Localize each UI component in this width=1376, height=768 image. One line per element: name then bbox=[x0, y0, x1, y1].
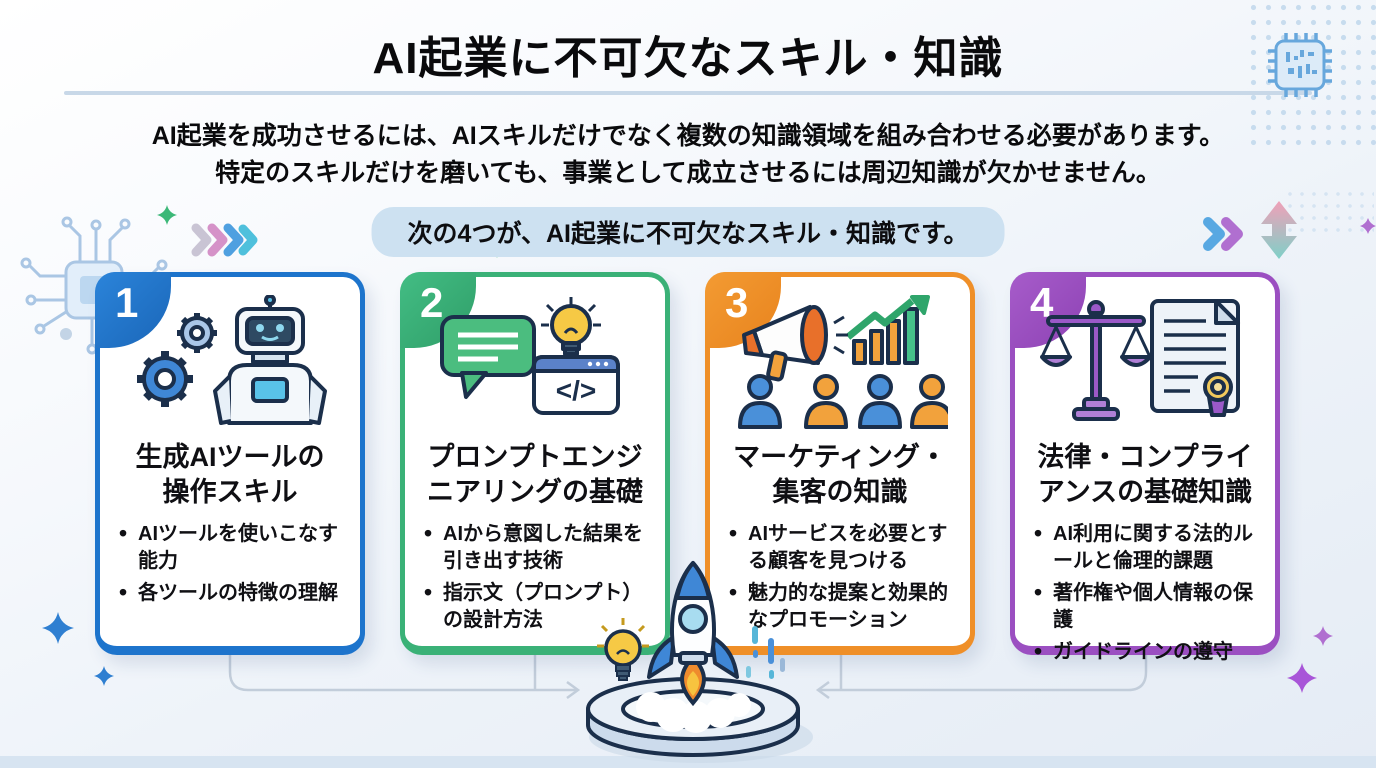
bullet-item: ガイドラインの遵守 bbox=[1032, 638, 1267, 666]
sparkle-icon bbox=[42, 205, 1376, 693]
card-generative-ai-tools: 1 bbox=[95, 272, 365, 655]
card-prompt-engineering: 2 </> プロンプトエンジ ニアリングの基礎 bbox=[400, 272, 670, 655]
connector-lines bbox=[228, 648, 1148, 700]
intro-line-2: 特定のスキルだけを磨いても、事業として成立させるには周辺知識が欠かせません。 bbox=[215, 159, 1161, 187]
card-bullet-list: AI利用に関する法的ルールと倫理的課題 著作権や個人情報の保護 ガイドラインの遵… bbox=[1032, 520, 1267, 671]
cpu-chip-icon bbox=[1268, 33, 1332, 97]
bullet-item: 著作権や個人情報の保護 bbox=[1032, 579, 1267, 634]
up-down-arrow-icon bbox=[1261, 201, 1297, 259]
bullet-item: AIツールを使いこなす能力 bbox=[117, 520, 352, 575]
bullet-item: AIサービスを必要とする顧客を見つける bbox=[727, 520, 962, 575]
card-marketing: 3 マー bbox=[705, 272, 975, 655]
intro-line-1: AI起業を成功させるには、AIスキルだけでなく複数の知識領域を組み合わせる必要が… bbox=[151, 122, 1225, 150]
card-bullet-list: AIサービスを必要とする顧客を見つける 魅力的な提案と効果的なプロモーション bbox=[727, 520, 962, 639]
chat-lightbulb-code-icon: </> bbox=[440, 297, 620, 415]
bullet-item: 魅力的な提案と効果的なプロモーション bbox=[727, 579, 962, 634]
chevrons-icon bbox=[1203, 217, 1243, 251]
card-title: 法律・コンプライ アンスの基礎知識 bbox=[1037, 442, 1253, 507]
bullet-item: AI利用に関する法的ルールと倫理的課題 bbox=[1032, 520, 1267, 575]
scales-and-document-icon bbox=[1040, 299, 1240, 421]
card-title: マーケティング・ 集客の知識 bbox=[733, 442, 947, 507]
chevrons-icon bbox=[191, 223, 258, 257]
bullet-item: 各ツールの特徴の理解 bbox=[117, 579, 352, 607]
card-title: 生成AIツールの 操作スキル bbox=[135, 442, 325, 507]
card-title: プロンプトエンジ ニアリングの基礎 bbox=[427, 442, 643, 507]
droplets-decor bbox=[746, 626, 785, 679]
svg-text:</>: </> bbox=[556, 375, 596, 406]
card-legal-compliance: 4 bbox=[1010, 272, 1280, 665]
megaphone-growth-audience-icon bbox=[738, 295, 948, 429]
page-title: AI起業に不可欠なスキル・知識 bbox=[372, 34, 1004, 83]
lightbulb-icon bbox=[597, 618, 649, 681]
card-number-badge: 1 bbox=[95, 272, 171, 348]
dot-grid-decor bbox=[1284, 188, 1374, 240]
gears-and-robot-icon bbox=[137, 295, 327, 425]
rocket-launch-icon bbox=[586, 561, 813, 763]
card-bullet-list: AIツールを使いこなす能力 各ツールの特徴の理解 bbox=[117, 520, 352, 612]
bullet-item: 指示文（プロンプト）の設計方法 bbox=[422, 579, 657, 634]
lead-pill: 次の4つが、AI起業に不可欠なスキル・知識です。 bbox=[371, 207, 1005, 257]
title-underline bbox=[64, 91, 1312, 95]
card-bullet-list: AIから意図した結果を引き出す技術 指示文（プロンプト）の設計方法 bbox=[422, 520, 657, 639]
bullet-item: AIから意図した結果を引き出す技術 bbox=[422, 520, 657, 575]
intro-text: AI起業を成功させるには、AIスキルだけでなく複数の知識領域を組み合わせる必要が… bbox=[0, 118, 1376, 192]
